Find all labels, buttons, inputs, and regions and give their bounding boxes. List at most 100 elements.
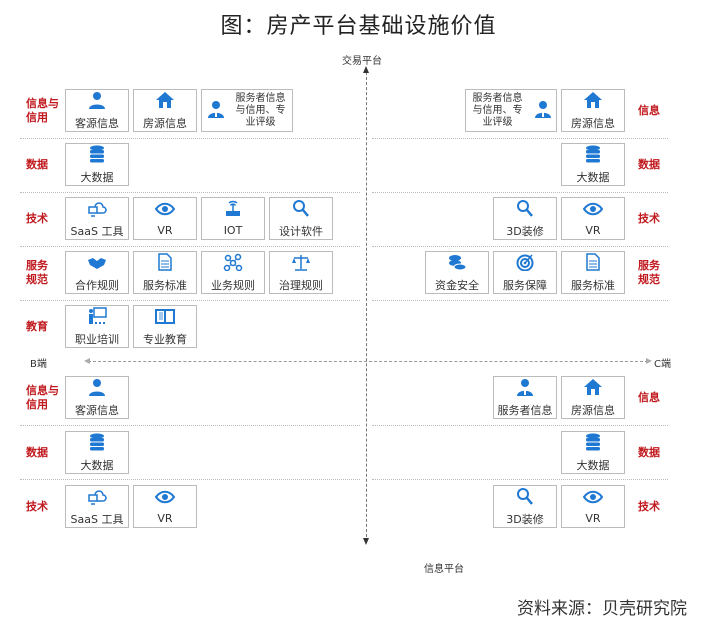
eye-icon	[154, 488, 176, 510]
infrastructure-item: IOT	[201, 197, 265, 240]
infrastructure-item: 客源信息	[65, 376, 129, 419]
row-divider	[372, 192, 668, 193]
house-icon	[583, 378, 603, 400]
item-label: 设计软件	[279, 224, 323, 238]
infrastructure-item: 治理规则	[269, 251, 333, 294]
infrastructure-item: 大数据	[65, 143, 129, 186]
infrastructure-item: VR	[561, 197, 625, 240]
arrow-right-icon	[646, 358, 652, 364]
target-icon	[515, 253, 535, 275]
item-label: 大数据	[576, 458, 610, 472]
row-divider	[372, 246, 668, 247]
agent-icon	[515, 378, 535, 400]
category-label: 信息	[638, 104, 660, 117]
arrow-down-icon	[363, 538, 369, 545]
infrastructure-item: 3D装修	[493, 197, 557, 240]
axis-label-left: B端	[30, 359, 47, 370]
document-icon	[583, 252, 603, 275]
item-label: 治理规则	[279, 278, 323, 292]
infrastructure-item: 服务者信息与信用、专业评级	[465, 89, 557, 132]
row-divider	[372, 425, 668, 426]
network-icon	[223, 253, 243, 275]
item-label: VR	[157, 224, 173, 237]
item-label: VR	[585, 512, 601, 525]
category-label: 教育	[26, 320, 48, 333]
item-label: 服务者信息	[497, 403, 553, 417]
item-label: 合作规则	[75, 278, 119, 292]
item-label: 服务者信息与信用、专业评级	[235, 92, 286, 128]
category-label: 技术	[638, 500, 660, 513]
person-icon	[87, 378, 107, 400]
item-label: 客源信息	[75, 403, 119, 417]
book-icon	[155, 307, 175, 329]
item-label: 服务标准	[143, 278, 187, 292]
house-icon	[583, 91, 603, 113]
database-icon	[583, 145, 603, 167]
item-label: SaaS 工具	[70, 224, 124, 238]
item-label: 房源信息	[571, 403, 615, 417]
row-divider	[20, 425, 360, 426]
search-icon	[515, 199, 535, 221]
teacher-icon	[87, 306, 107, 329]
search-icon	[515, 487, 535, 509]
category-label: 技术	[26, 500, 48, 513]
infrastructure-item: 服务者信息与信用、专业评级	[201, 89, 293, 132]
category-label: 服务规范	[26, 259, 48, 286]
item-label: 专业教育	[143, 332, 187, 346]
infrastructure-item: VR	[133, 197, 197, 240]
item-label: 大数据	[80, 170, 114, 184]
infrastructure-item: 房源信息	[133, 89, 197, 132]
item-label: 大数据	[576, 170, 610, 184]
infrastructure-item: 业务规则	[201, 251, 265, 294]
eye-icon	[582, 200, 604, 222]
database-icon	[87, 433, 107, 455]
scale-icon	[291, 253, 311, 275]
infrastructure-item: 客源信息	[65, 89, 129, 132]
item-label: 客源信息	[75, 116, 119, 130]
row-divider	[20, 246, 360, 247]
category-label: 数据	[26, 158, 48, 171]
source-note: 资料来源：贝壳研究院	[517, 599, 687, 619]
category-label: 数据	[26, 446, 48, 459]
item-label: IOT	[223, 224, 243, 237]
item-label: 职业培训	[75, 332, 119, 346]
agent-icon	[206, 100, 226, 122]
diagram-title: 图：房产平台基础设施价值	[220, 14, 497, 39]
item-label: 3D装修	[506, 512, 544, 526]
infrastructure-item: VR	[133, 485, 197, 528]
item-label: 服务者信息与信用、专业评级	[472, 92, 523, 128]
eye-icon	[582, 488, 604, 510]
search-icon	[291, 199, 311, 221]
row-divider	[20, 479, 360, 480]
category-label: 技术	[638, 212, 660, 225]
cloud-icon	[87, 487, 107, 509]
infrastructure-item: 合作规则	[65, 251, 129, 294]
axis-label-bottom: 信息平台	[424, 564, 464, 575]
category-label: 技术	[26, 212, 48, 225]
person-icon	[87, 91, 107, 113]
infrastructure-item: 大数据	[65, 431, 129, 474]
arrow-left-icon	[84, 358, 90, 364]
horizontal-axis	[88, 361, 648, 362]
category-label: 信息与信用	[26, 97, 59, 124]
infrastructure-item: 职业培训	[65, 305, 129, 348]
category-label: 服务规范	[638, 259, 660, 286]
category-label: 数据	[638, 158, 660, 171]
agent-icon	[533, 100, 553, 122]
infrastructure-item: SaaS 工具	[65, 485, 129, 528]
infrastructure-item: 服务标准	[561, 251, 625, 294]
row-divider	[372, 138, 668, 139]
item-label: VR	[157, 512, 173, 525]
infrastructure-item: 设计软件	[269, 197, 333, 240]
row-divider	[372, 300, 668, 301]
infrastructure-item: 大数据	[561, 431, 625, 474]
row-divider	[372, 479, 668, 480]
infrastructure-item: 服务保障	[493, 251, 557, 294]
infrastructure-item: 房源信息	[561, 376, 625, 419]
item-label: SaaS 工具	[70, 512, 124, 526]
axis-label-top: 交易平台	[342, 56, 382, 67]
infrastructure-item: SaaS 工具	[65, 197, 129, 240]
database-icon	[583, 433, 603, 455]
infrastructure-item: 房源信息	[561, 89, 625, 132]
